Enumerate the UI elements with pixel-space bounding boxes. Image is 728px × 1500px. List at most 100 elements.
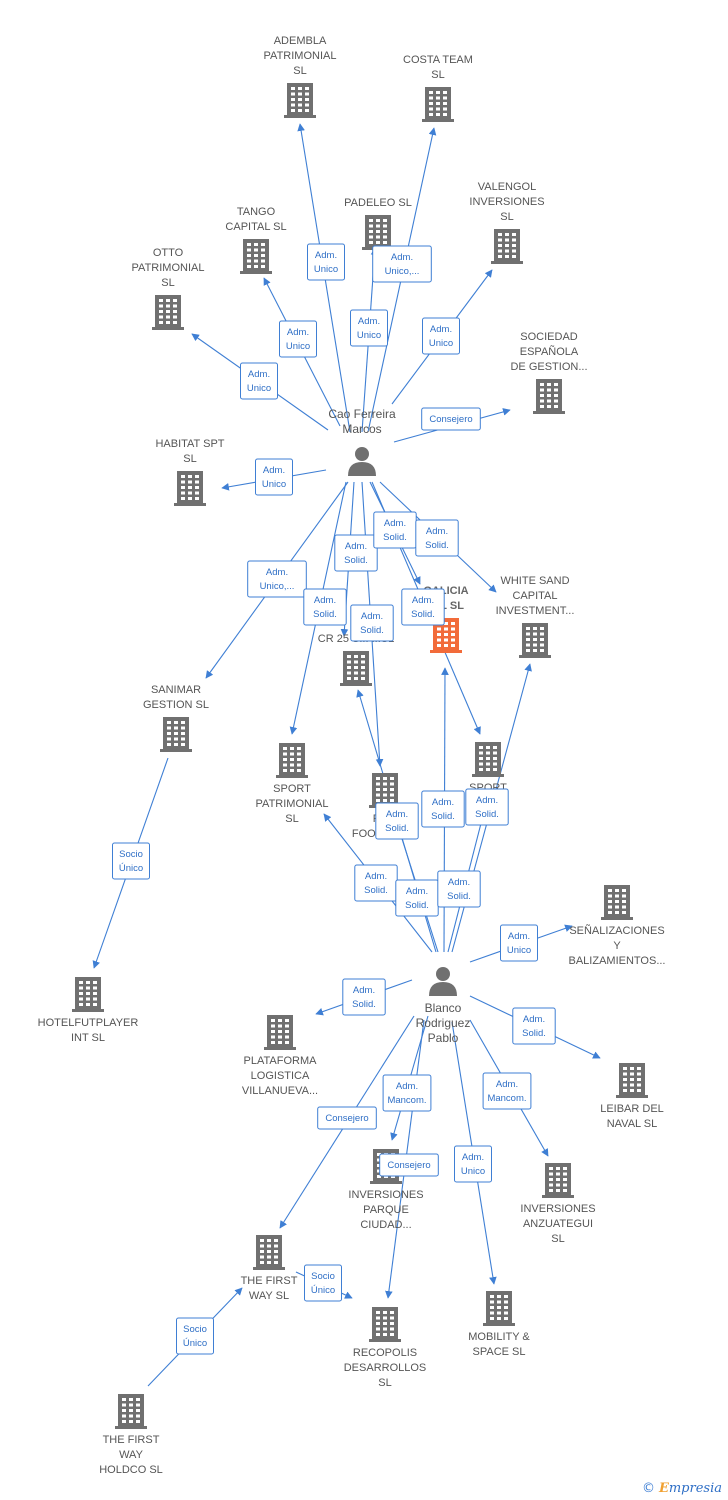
company-label: INT SL — [71, 1032, 105, 1044]
edge-label-text: Adm. — [391, 252, 413, 263]
company-node-costa[interactable]: COSTA TEAM SL — [403, 54, 473, 122]
edge-label-text: Solid. — [383, 532, 407, 543]
edge-label-text: Socio — [183, 1324, 207, 1335]
company-label: INVERSIONES — [520, 1203, 595, 1215]
company-label: ANZUATEGUI — [523, 1218, 593, 1230]
edge-label-text: Unico — [357, 330, 381, 341]
edge-label-box — [422, 317, 460, 355]
edge-label-blanco-mobility: Adm.Unico — [454, 1145, 492, 1183]
building-icon — [362, 215, 394, 250]
edge-label-text: Solid. — [344, 555, 368, 566]
building-icon — [483, 1291, 515, 1326]
company-label: HABITAT SPT — [155, 438, 224, 450]
edge-label-text: Solid. — [447, 891, 471, 902]
edge-label-text: Adm. — [384, 518, 406, 529]
company-label: VILLANUEVA... — [242, 1085, 318, 1097]
edge-label-text: Adm. — [263, 465, 285, 476]
edge-label-text: Adm. — [523, 1014, 545, 1025]
company-label: SOCIEDAD — [520, 331, 578, 343]
company-node-habitat[interactable]: HABITAT SPT SL — [155, 438, 225, 506]
edge-label-text: Solid. — [425, 540, 449, 551]
person-label: Blanco — [425, 1001, 462, 1015]
person-label: Rodriguez — [416, 1016, 471, 1030]
edge-label-text: Socio — [119, 849, 143, 860]
copyright-symbol: © — [641, 1481, 655, 1496]
building-icon — [240, 239, 272, 274]
edge-label-text: Adm. — [287, 327, 309, 338]
company-label: OTTO — [153, 247, 184, 259]
edge-label-text: Adm. — [345, 541, 367, 552]
edge-label-text: Único — [183, 1338, 207, 1349]
company-label: ADEMBLA — [274, 35, 327, 47]
company-node-whitesand[interactable]: WHITE SANDCAPITALINVESTMENT... — [496, 575, 575, 658]
company-label: INVESTMENT... — [496, 605, 575, 617]
edge-label-text: Unico — [286, 341, 310, 352]
person-label: Marcos — [342, 422, 381, 436]
edge-label-text: Adm. — [508, 931, 530, 942]
edge-label-cao-sanimar: Adm.Unico,... — [247, 560, 307, 598]
company-label: COSTA TEAM — [403, 54, 473, 66]
person-label: Pablo — [428, 1031, 459, 1045]
edge-label-text: Consejero — [429, 414, 472, 425]
edge-label-text: Solid. — [405, 900, 429, 911]
edge-label-box — [375, 802, 419, 840]
company-label: PLATAFORMA — [244, 1055, 318, 1067]
company-label: GESTION SL — [143, 699, 209, 711]
edge-label-cao-adembla: Adm.Unico — [307, 243, 345, 281]
edge-label-box — [465, 788, 509, 826]
company-node-mobility[interactable]: MOBILITY &SPACE SL — [468, 1291, 530, 1358]
company-label: SL — [431, 69, 444, 81]
company-label: SL — [183, 453, 196, 465]
company-label: VALENGOL — [478, 181, 537, 193]
edge-label-cao-tango: Adm. Unico — [279, 320, 317, 358]
company-node-plataforma[interactable]: PLATAFORMALOGISTICAVILLANUEVA... — [242, 1015, 318, 1097]
edge-label-box — [350, 309, 388, 347]
edge-label-box — [512, 1007, 556, 1045]
edge-label-box — [454, 1145, 492, 1183]
edge-label-cao-sportx: Adm.Solid. — [401, 588, 445, 626]
edge-label-text: Adm. — [430, 324, 452, 335]
company-label: SL — [285, 813, 298, 825]
company-label: WHITE SAND — [500, 575, 569, 587]
company-node-senal[interactable]: SEÑALIZACIONESYBALIZAMIENTOS... — [569, 885, 666, 967]
edge-label-box — [303, 588, 347, 626]
edge-label-cao-costa: Adm.Unico,... — [372, 245, 432, 283]
edge-label-blanco-anzuategui: Adm.Mancom. — [482, 1072, 532, 1110]
edge-label-text: Adm. — [361, 611, 383, 622]
company-node-padeleo[interactable]: PADELEO SL — [344, 197, 412, 250]
building-icon — [472, 742, 504, 777]
edge-label-text: Unico — [247, 383, 271, 394]
edge-label-text: Adm. — [386, 809, 408, 820]
building-icon — [542, 1163, 574, 1198]
building-icon — [253, 1235, 285, 1270]
company-label: THE FIRST — [103, 1434, 160, 1446]
edge-label-text: Unico — [429, 338, 453, 349]
building-icon — [340, 651, 372, 686]
edge-label-text: Unico — [461, 1166, 485, 1177]
edge-label-cao-sociedad: Consejero — [421, 407, 481, 431]
edge-label-box — [500, 924, 538, 962]
edge-label-cao-whitesand: Adm.Solid. — [415, 519, 459, 557]
company-label: DESARROLLOS — [344, 1362, 427, 1374]
edge-label-text: Mancom. — [387, 1095, 426, 1106]
edge-label-blanco-cr25: Adm.Solid. — [395, 879, 439, 917]
building-icon — [616, 1063, 648, 1098]
company-label: NAVAL SL — [607, 1118, 658, 1130]
edge-label-cao-cr25: Adm. Solid. — [334, 534, 378, 572]
